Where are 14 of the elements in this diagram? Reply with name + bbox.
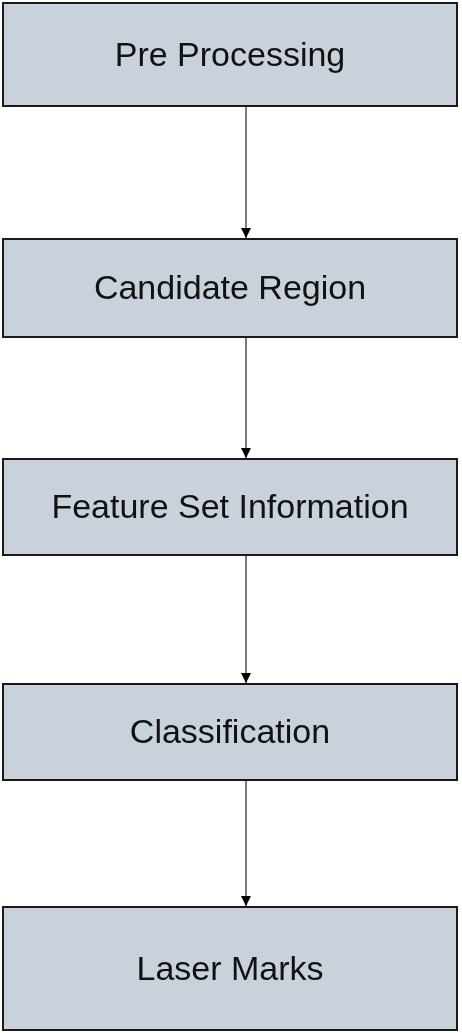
box-label: Laser Marks bbox=[135, 948, 325, 989]
arrow bbox=[241, 780, 251, 907]
process-box bbox=[2, 238, 458, 338]
process-box bbox=[2, 2, 458, 107]
box-label: Candidate Region bbox=[92, 268, 368, 308]
process-box bbox=[2, 683, 458, 781]
process-box bbox=[2, 458, 458, 556]
arrow bbox=[241, 337, 251, 459]
process-box bbox=[2, 906, 458, 1031]
box-label: Classification bbox=[128, 712, 332, 752]
arrow bbox=[241, 106, 251, 239]
box-label: Pre Processing bbox=[113, 34, 347, 75]
box-label: Feature Set Information bbox=[50, 487, 410, 527]
arrow bbox=[241, 555, 251, 684]
